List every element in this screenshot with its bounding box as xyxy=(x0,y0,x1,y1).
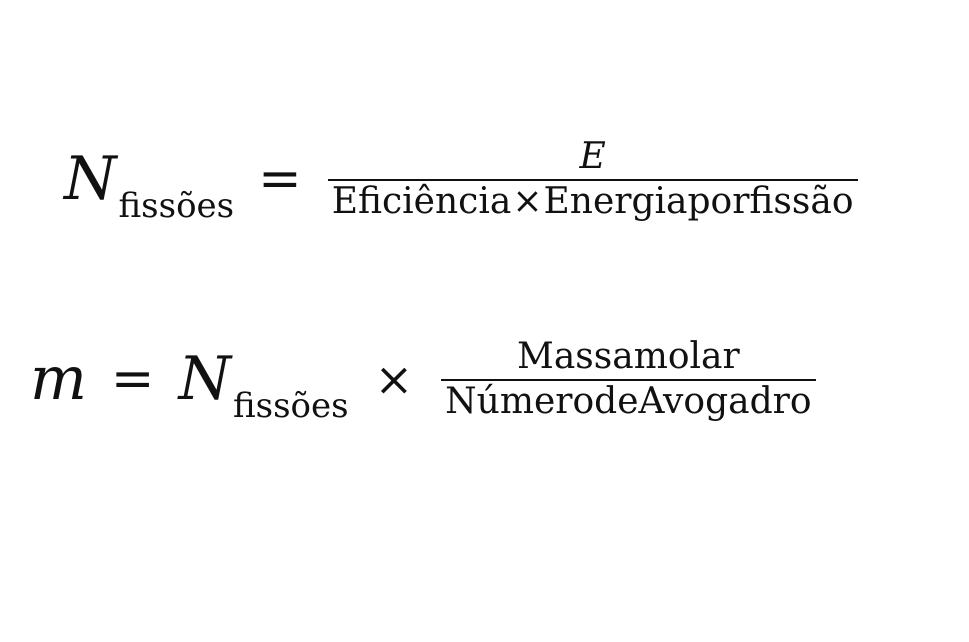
mass-equation: m = Nfissões × Massamolar NúmerodeAvogad… xyxy=(30,336,816,423)
fission-count-variable: Nfissões xyxy=(64,149,234,223)
molar-fraction: Massamolar NúmerodeAvogadro xyxy=(441,336,816,422)
equals-sign: = xyxy=(258,149,302,210)
fraction-bar xyxy=(441,378,816,381)
fraction-denominator: NúmerodeAvogadro xyxy=(445,380,812,422)
energy-per-fission-term: Energiaporfissão xyxy=(543,180,854,222)
fission-count-variable: Nfissões xyxy=(178,349,348,423)
fraction-bar xyxy=(327,178,858,181)
fission-count-symbol: N xyxy=(64,144,117,215)
energy-fraction: E Eficiência×Energiaporfissão xyxy=(327,136,858,222)
fraction-numerator: Massamolar xyxy=(516,336,740,377)
multiply-sign: × xyxy=(512,180,543,222)
fraction-denominator: Eficiência×Energiaporfissão xyxy=(328,180,858,222)
fission-count-symbol: N xyxy=(178,344,231,415)
fraction-numerator: E xyxy=(579,136,606,177)
multiply-sign: × xyxy=(374,352,414,407)
efficiency-term: Eficiência xyxy=(331,180,512,222)
equals-sign: = xyxy=(110,349,155,410)
fission-count-subscript: fissões xyxy=(232,386,349,427)
fission-count-equation: Nfissões = E Eficiência×Energiaporfissão xyxy=(64,136,858,223)
fission-count-subscript: fissões xyxy=(118,186,235,227)
mass-variable: m xyxy=(30,344,87,415)
